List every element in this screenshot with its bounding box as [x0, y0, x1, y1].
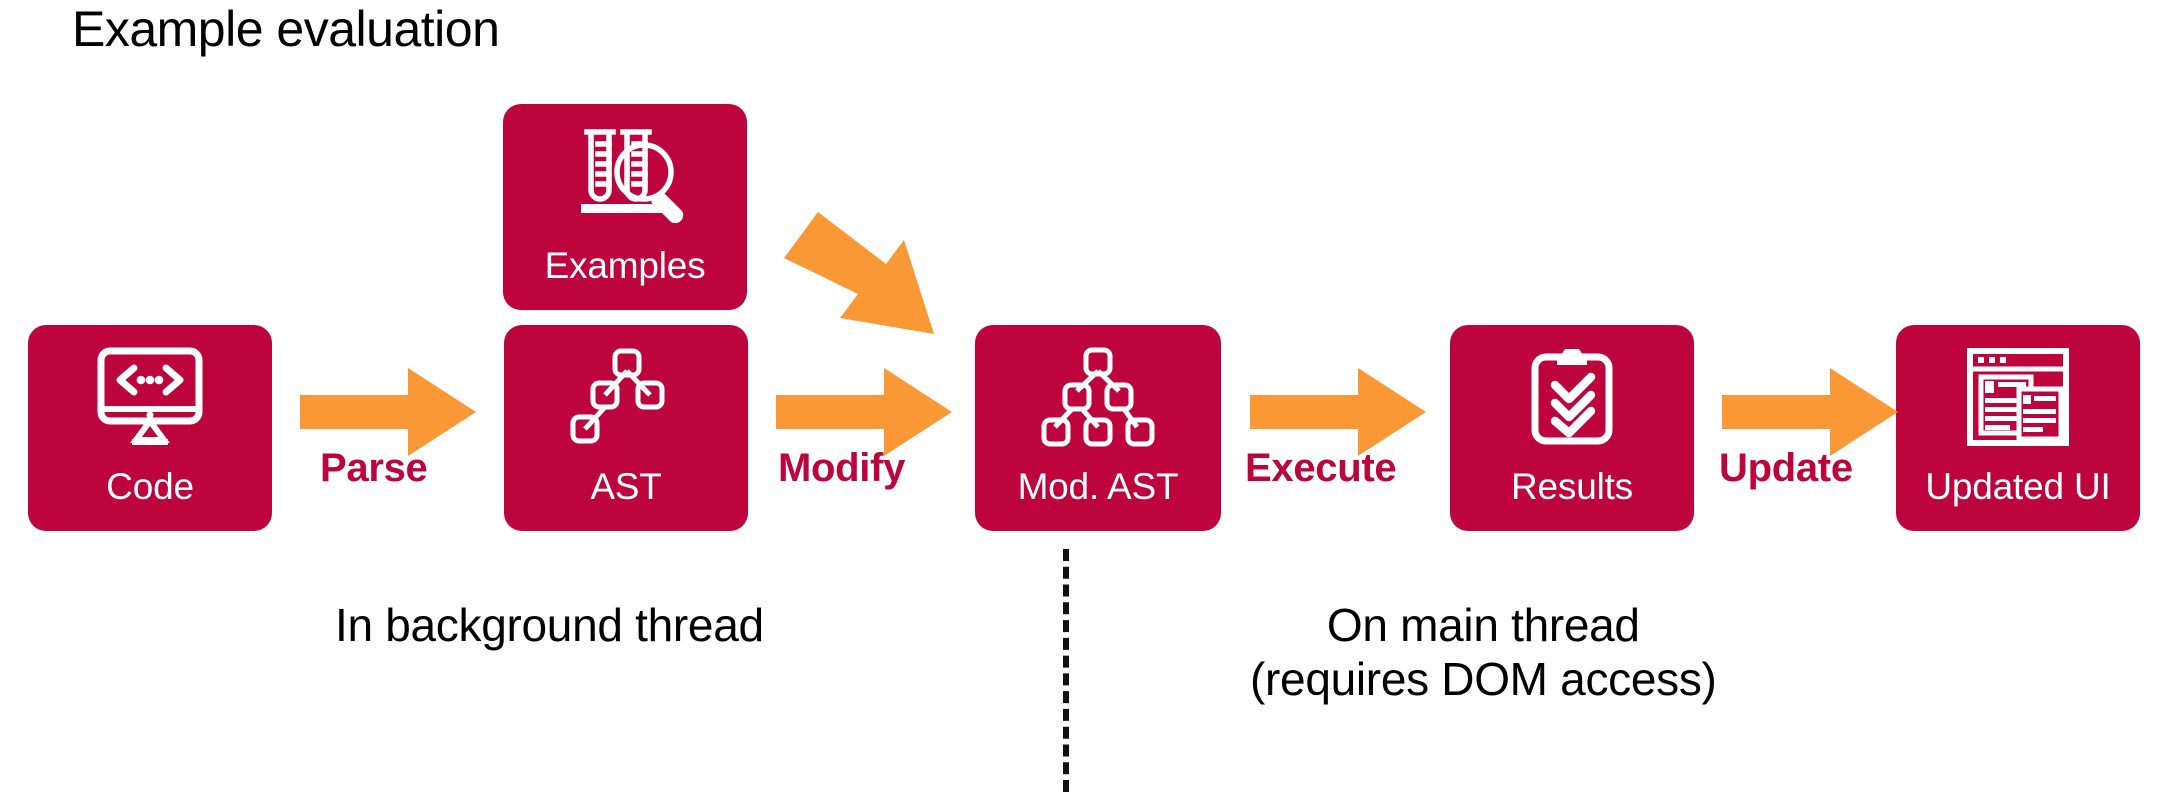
arrow-parse: [300, 368, 476, 456]
test-tubes-magnifier-icon: [503, 104, 747, 247]
node-label: Results: [1511, 466, 1633, 507]
node-label: Code: [106, 466, 194, 507]
node-label: Examples: [544, 245, 706, 286]
node-label: Updated UI: [1925, 466, 2111, 507]
node-ast[interactable]: AST: [504, 325, 748, 531]
arrow-update: [1722, 368, 1898, 456]
node-results[interactable]: Results: [1450, 325, 1694, 531]
node-updated-ui[interactable]: Updated UI: [1896, 325, 2140, 531]
page-title: Example evaluation: [72, 1, 500, 57]
thread-divider: [1063, 549, 1069, 792]
monitor-code-icon: [28, 325, 272, 468]
caption-main-thread-line2: (requires DOM access): [1250, 653, 1717, 706]
tree-full-icon: [975, 325, 1221, 468]
edge-label-parse: Parse: [320, 446, 428, 490]
edge-label-modify: Modify: [778, 446, 906, 490]
caption-background-thread: In background thread: [335, 599, 764, 651]
edge-label-execute: Execute: [1245, 446, 1397, 490]
node-mod-ast[interactable]: Mod. AST: [975, 325, 1221, 531]
browser-window-icon: [1896, 325, 2140, 468]
clipboard-checks-icon: [1450, 325, 1694, 468]
node-label: AST: [590, 466, 662, 507]
node-examples[interactable]: Examples: [503, 104, 747, 310]
caption-main-thread: On main thread (requires DOM access): [1250, 598, 1717, 707]
node-code[interactable]: Code: [28, 325, 272, 531]
caption-main-thread-line1: On main thread: [1326, 599, 1640, 651]
arrow-inject-examples: [784, 212, 934, 334]
tree-small-icon: [504, 325, 748, 468]
node-label: Mod. AST: [1017, 466, 1179, 507]
arrow-modify: [776, 368, 952, 456]
edge-label-update: Update: [1719, 446, 1853, 490]
arrow-execute: [1250, 368, 1426, 456]
